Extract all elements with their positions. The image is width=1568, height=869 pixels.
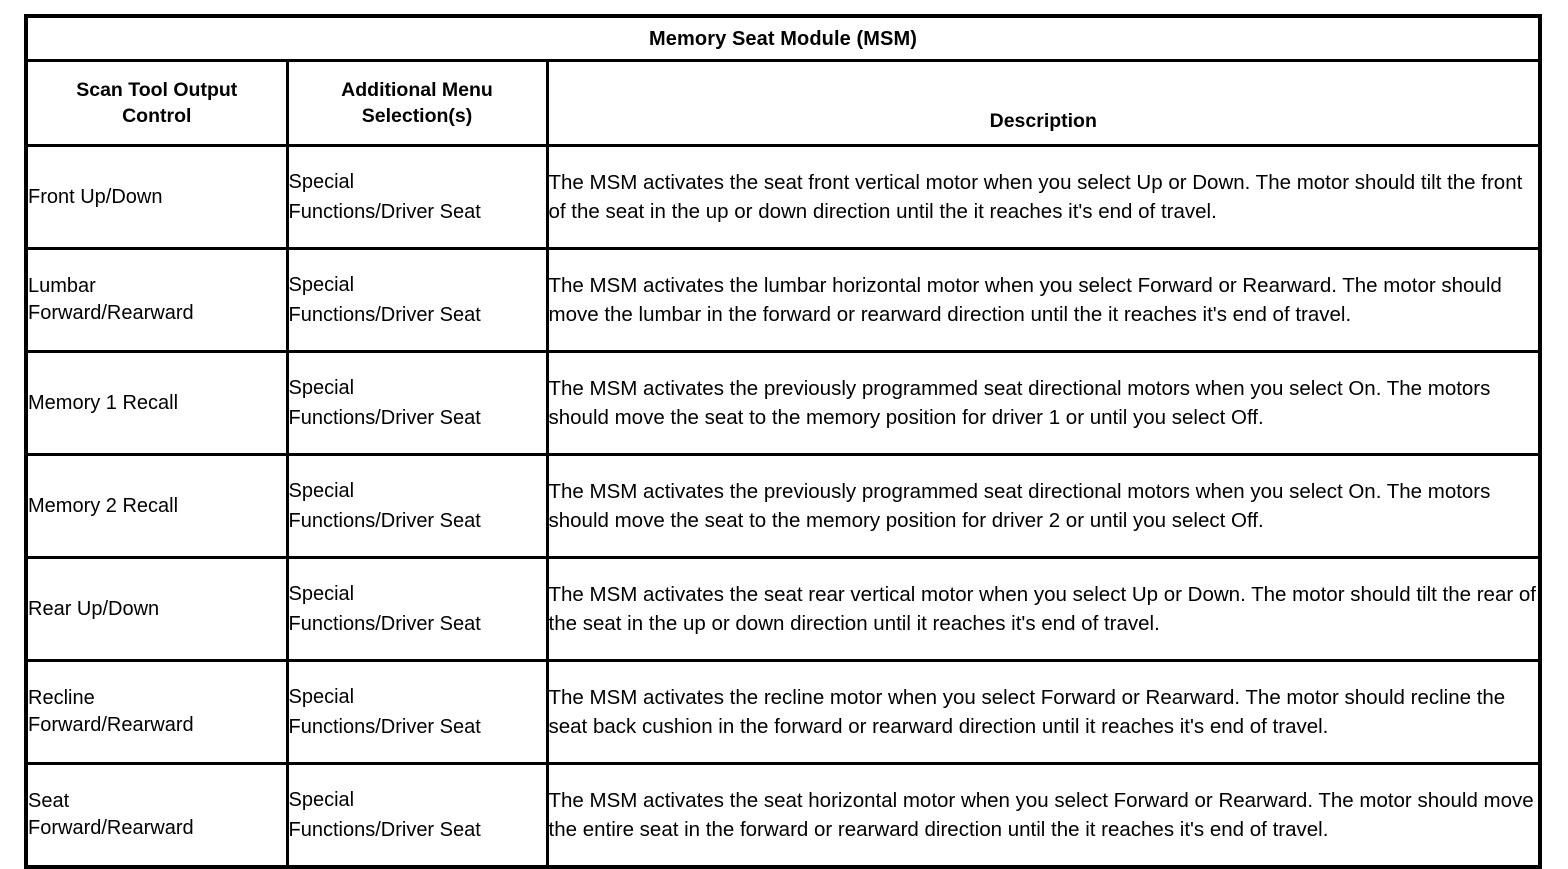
table-row: Seat Forward/Rearward Special Functions/… <box>24 762 1542 869</box>
cell-description: The MSM activates the recline motor when… <box>545 659 1542 765</box>
memory-seat-module-table: Memory Seat Module (MSM) Scan Tool Outpu… <box>24 14 1543 869</box>
cell-control: Memory 1 Recall <box>24 350 289 456</box>
cell-description: The MSM activates the lumbar horizontal … <box>545 247 1542 353</box>
cell-menu-selection: Special Functions/Driver Seat <box>285 350 549 456</box>
cell-menu-selection: Special Functions/Driver Seat <box>285 144 549 250</box>
msm-table-container: Memory Seat Module (MSM) Scan Tool Outpu… <box>24 14 1543 869</box>
cell-control: Lumbar Forward/Rearward <box>24 247 289 353</box>
cell-control: Memory 2 Recall <box>24 453 289 559</box>
page-root: Memory Seat Module (MSM) Scan Tool Outpu… <box>24 14 1543 869</box>
table-body: Memory Seat Module (MSM) Scan Tool Outpu… <box>24 14 1542 869</box>
cell-control: Rear Up/Down <box>24 556 289 662</box>
table-header-row: Scan Tool Output Control Additional Menu… <box>24 59 1542 147</box>
cell-control: Seat Forward/Rearward <box>24 762 289 869</box>
cell-description: The MSM activates the seat horizontal mo… <box>545 762 1542 869</box>
cell-control: Recline Forward/Rearward <box>24 659 289 765</box>
cell-menu-selection: Special Functions/Driver Seat <box>285 453 549 559</box>
table-row: Recline Forward/Rearward Special Functio… <box>24 659 1542 765</box>
table-row: Front Up/Down Special Functions/Driver S… <box>24 144 1542 250</box>
cell-description: The MSM activates the previously program… <box>545 350 1542 456</box>
column-header-additional-menu-selections: Additional Menu Selection(s) <box>285 59 549 147</box>
table-row: Memory 1 Recall Special Functions/Driver… <box>24 350 1542 456</box>
table-row: Rear Up/Down Special Functions/Driver Se… <box>24 556 1542 662</box>
column-header-scan-tool-output-control: Scan Tool Output Control <box>24 59 289 147</box>
cell-description: The MSM activates the seat rear vertical… <box>545 556 1542 662</box>
cell-control: Front Up/Down <box>24 144 289 250</box>
cell-description: The MSM activates the seat front vertica… <box>545 144 1542 250</box>
table-title-row: Memory Seat Module (MSM) <box>24 14 1542 62</box>
cell-menu-selection: Special Functions/Driver Seat <box>285 659 549 765</box>
cell-description: The MSM activates the previously program… <box>545 453 1542 559</box>
table-row: Lumbar Forward/Rearward Special Function… <box>24 247 1542 353</box>
cell-menu-selection: Special Functions/Driver Seat <box>285 556 549 662</box>
cell-menu-selection: Special Functions/Driver Seat <box>285 762 549 869</box>
table-title: Memory Seat Module (MSM) <box>24 14 1542 62</box>
cell-menu-selection: Special Functions/Driver Seat <box>285 247 549 353</box>
column-header-description: Description <box>545 59 1542 147</box>
table-row: Memory 2 Recall Special Functions/Driver… <box>24 453 1542 559</box>
